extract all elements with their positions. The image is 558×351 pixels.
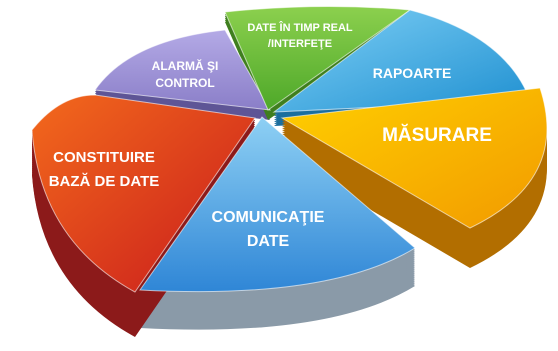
pie-tops — [31, 5, 548, 293]
segment-date-real-label-line: /INTERFEŢE — [268, 38, 332, 50]
segment-rapoarte-label-line: RAPOARTE — [373, 65, 452, 81]
segment-alarma-label: ALARMĂ ŞI CONTROL — [152, 58, 219, 90]
segment-masurare-label-line: MĂSURARE — [382, 124, 492, 146]
segment-masurare-label: MĂSURARE — [382, 124, 492, 146]
segment-alarma — [94, 29, 271, 111]
segment-comunicatie-label-line: DATE — [247, 233, 290, 250]
segment-rapoarte-label: RAPOARTE — [373, 65, 452, 81]
segment-constituire-label-line: BAZĂ DE DATE — [49, 173, 160, 190]
segment-date-real-label: DATE ÎN TIMP REAL/INTERFEŢE — [247, 21, 353, 50]
segment-alarma-label-line: ALARMĂ ŞI — [152, 58, 219, 73]
pie-labels: ALARMĂ ŞI CONTROL DATE ÎN TIMP REAL/INTERF… — [49, 21, 492, 250]
segment-comunicatie-label: COMUNICAŢIE DATE — [212, 209, 325, 250]
segment-date-real — [224, 5, 412, 111]
segment-constituire-label: CONSTITUIRE BAZĂ DE DATE — [49, 149, 160, 190]
segment-date-real-label-line: DATE ÎN TIMP REAL — [247, 21, 353, 34]
segment-constituire-label-line: CONSTITUIRE — [53, 149, 155, 166]
segment-alarma-label-line: CONTROL — [155, 76, 214, 90]
segment-comunicatie — [139, 116, 416, 293]
segment-constituire — [31, 94, 256, 293]
segment-comunicatie-label-line: COMUNICAŢIE — [212, 209, 325, 226]
segment-masurare — [280, 87, 548, 229]
